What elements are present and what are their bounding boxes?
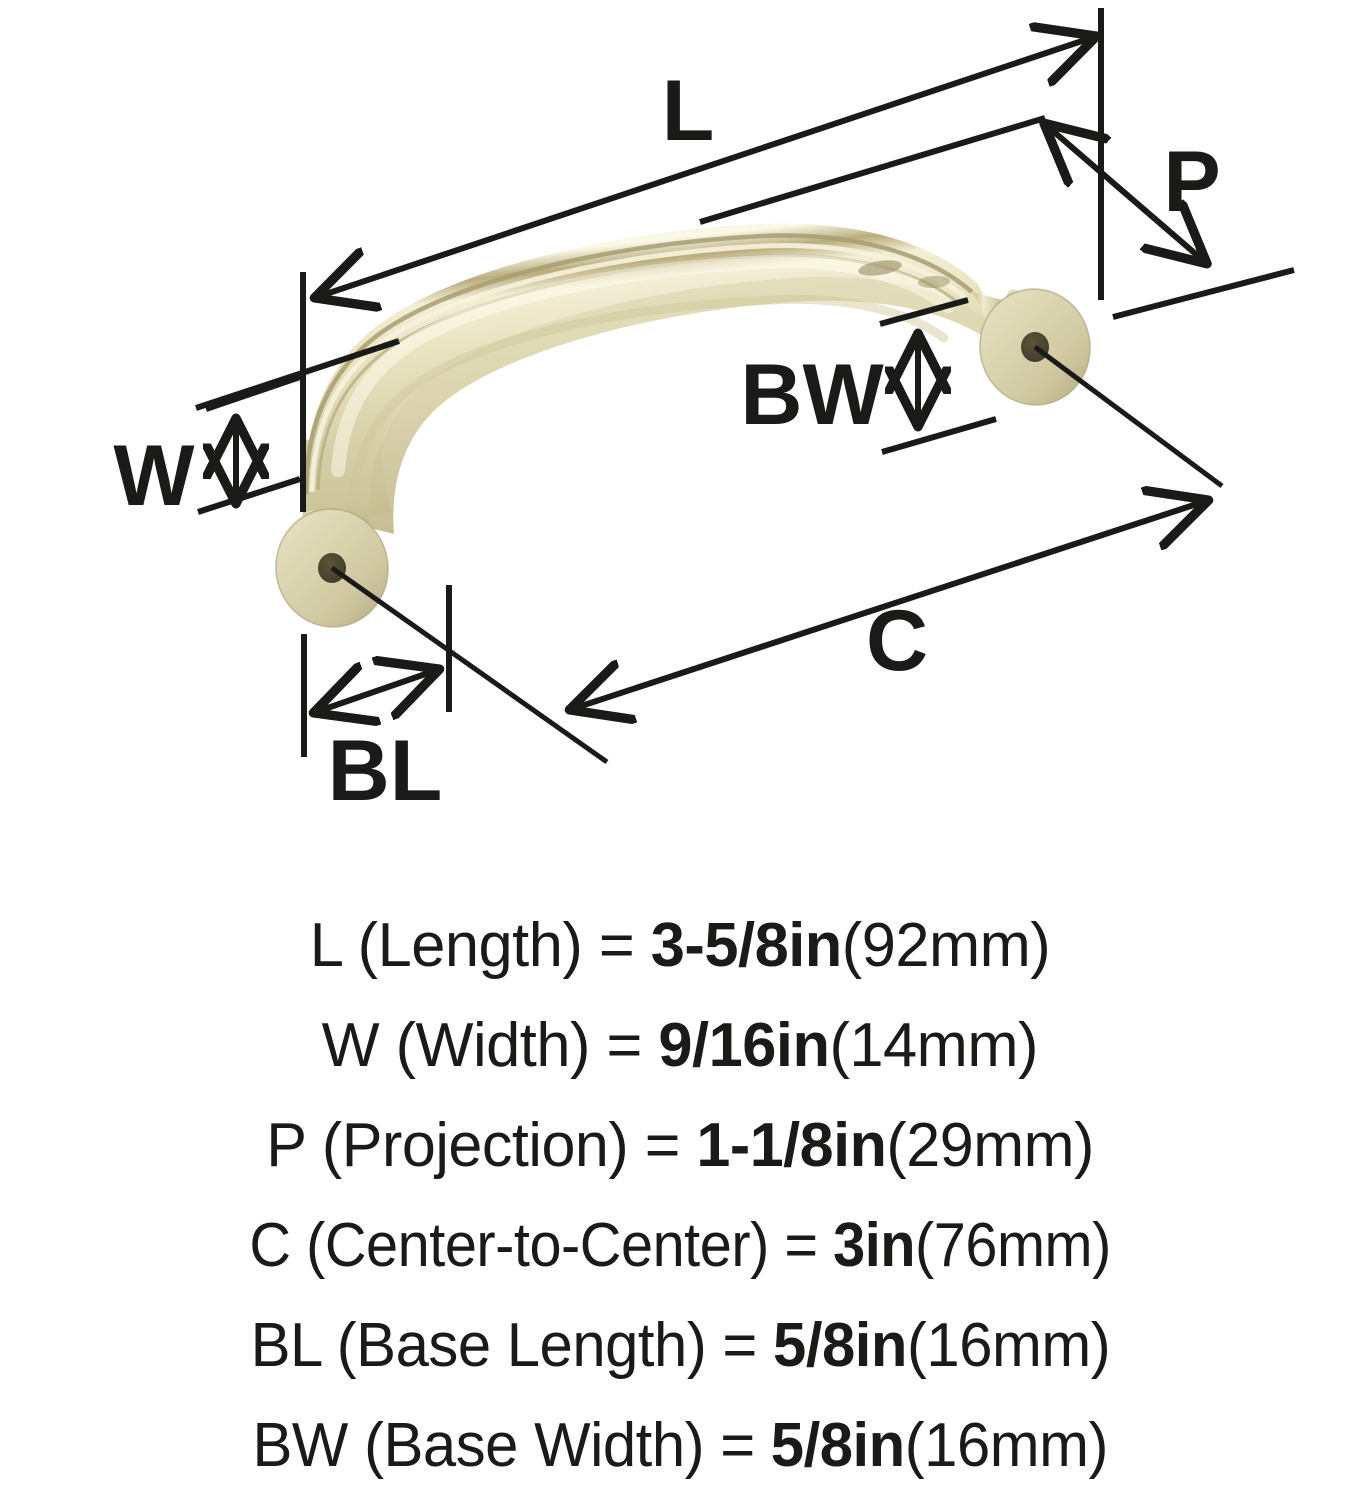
spec-value-length: 3-5/8in — [650, 911, 842, 980]
bw-extension-top — [879, 297, 969, 327]
spec-label-projection: P (Projection) = — [266, 1111, 697, 1180]
w-extension-top — [205, 373, 304, 412]
spec-metric-projection: (29mm) — [886, 1111, 1094, 1180]
spec-line-base-width: BW (Base Width) = 5/8in(16mm) — [0, 1396, 1360, 1496]
spec-metric-width: (14mm) — [829, 1011, 1039, 1080]
callout-labels: L W P C BL BW — [113, 63, 1220, 819]
spec-value-base-width: 5/8in — [770, 1411, 905, 1480]
l-dimension-arrow — [317, 37, 1094, 297]
p-witness-lower — [1112, 267, 1295, 320]
dimension-diagram-svg: L W P C BL BW — [113, 8, 1295, 819]
dimension-lines — [195, 8, 1295, 765]
callout-bw: BW — [740, 347, 884, 443]
callout-c: C — [866, 593, 928, 689]
spec-line-base-length: BL (Base Length) = 5/8in(16mm) — [0, 1296, 1360, 1396]
bl-dimension-arrow — [316, 670, 437, 712]
c-leader-left — [330, 565, 609, 765]
spec-label-base-length: BL (Base Length) = — [250, 1311, 773, 1380]
callout-bl: BL — [328, 723, 443, 819]
spec-metric-length: (92mm) — [841, 911, 1051, 980]
c-leader-right — [1033, 344, 1224, 489]
spec-label-width: W (Width) = — [321, 1011, 659, 1080]
spec-line-width: W (Width) = 9/16in(14mm) — [0, 996, 1360, 1096]
l-witness-lower-left — [195, 338, 400, 411]
spec-metric-base-width: (16mm) — [904, 1411, 1109, 1480]
pull-bar-underside — [369, 276, 1004, 534]
p-dimension-arrow — [1046, 125, 1205, 262]
spec-metric-center-to-center: (76mm) — [914, 1211, 1111, 1280]
callout-p: P — [1163, 134, 1220, 230]
spec-label-length: L (Length) = — [309, 911, 651, 980]
spec-value-base-length: 5/8in — [772, 1311, 907, 1380]
spec-value-width: 9/16in — [658, 1011, 831, 1080]
spec-value-projection: 1-1/8in — [696, 1111, 887, 1180]
spec-metric-base-length: (16mm) — [906, 1311, 1111, 1380]
dimension-spec-list: L (Length) = 3-5/8in(92mm) W (Width) = 9… — [0, 896, 1360, 1500]
c-dimension-arrow — [572, 501, 1206, 709]
callout-w: W — [113, 428, 195, 524]
diagram-area: L W P C BL BW — [113, 8, 1295, 819]
left-disc-outline — [275, 508, 389, 628]
spec-label-base-width: BW (Base Width) = — [252, 1411, 771, 1480]
callout-l: L — [662, 63, 715, 159]
spec-value-center-to-center: 3in — [832, 1211, 915, 1280]
spec-line-length: L (Length) = 3-5/8in(92mm) — [0, 896, 1360, 996]
spec-line-projection: P (Projection) = 1-1/8in(29mm) — [0, 1096, 1360, 1196]
bw-extension-bottom — [881, 416, 997, 455]
l-witness-upper-right — [699, 115, 1046, 225]
spec-line-center-to-center: C (Center-to-Center) = 3in(76mm) — [0, 1196, 1360, 1296]
spec-label-center-to-center: C (Center-to-Center) = — [249, 1211, 833, 1280]
